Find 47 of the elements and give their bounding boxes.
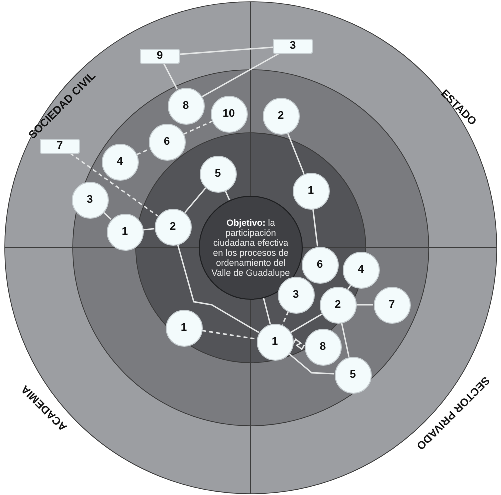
- number-label: 5: [350, 369, 356, 381]
- number-label: 1: [122, 226, 128, 238]
- connector-line: [163, 63, 178, 90]
- number-tag: [140, 48, 180, 64]
- connector-line: [143, 228, 155, 231]
- connector-line: [224, 190, 230, 201]
- connector-line: [292, 338, 306, 351]
- number-label: 7: [56, 140, 64, 152]
- connector-line: [290, 314, 322, 334]
- number-label: 4: [116, 156, 124, 168]
- connector-line: [287, 132, 305, 174]
- number-label: 2: [334, 299, 342, 311]
- connector-line: [263, 298, 272, 324]
- number-tag: [273, 38, 313, 54]
- connector-line: [341, 322, 350, 358]
- number-label: 10: [222, 108, 236, 120]
- number-label: 6: [316, 259, 324, 271]
- number-label: 3: [86, 194, 94, 206]
- connector-line: [103, 212, 112, 220]
- number-label: 1: [308, 185, 314, 197]
- connector-line: [202, 52, 280, 98]
- dashed-connector: [70, 152, 158, 217]
- connector-line: [288, 353, 335, 375]
- number-label: 6: [164, 136, 170, 148]
- dashed-connector: [184, 120, 212, 136]
- connector-line: [180, 46, 274, 56]
- connector-line: [356, 304, 374, 306]
- number-label: 1: [272, 336, 278, 348]
- dashed-connector: [136, 148, 150, 156]
- number-tag: [40, 138, 80, 154]
- number-label: 7: [388, 299, 396, 311]
- number-label: 8: [320, 341, 326, 353]
- number-label: 5: [214, 168, 222, 180]
- number-label: 4: [358, 264, 364, 276]
- connector-line: [184, 188, 207, 214]
- number-label: 2: [170, 221, 176, 233]
- connector-line: [177, 244, 260, 334]
- number-label: 3: [290, 40, 296, 52]
- connector-line: [312, 209, 318, 247]
- number-label: 1: [180, 322, 188, 334]
- dashed-connector: [282, 312, 290, 326]
- objective-text: Objetivo: la participación ciudadana efectiva en los procesos de ordenamiento del Valle de Guadalupe: [210, 218, 292, 278]
- number-label: 8: [182, 100, 190, 112]
- number-label: 9: [156, 50, 164, 62]
- number-label: 2: [278, 110, 284, 122]
- number-label: 3: [292, 289, 300, 301]
- dashed-connector: [202, 330, 257, 340]
